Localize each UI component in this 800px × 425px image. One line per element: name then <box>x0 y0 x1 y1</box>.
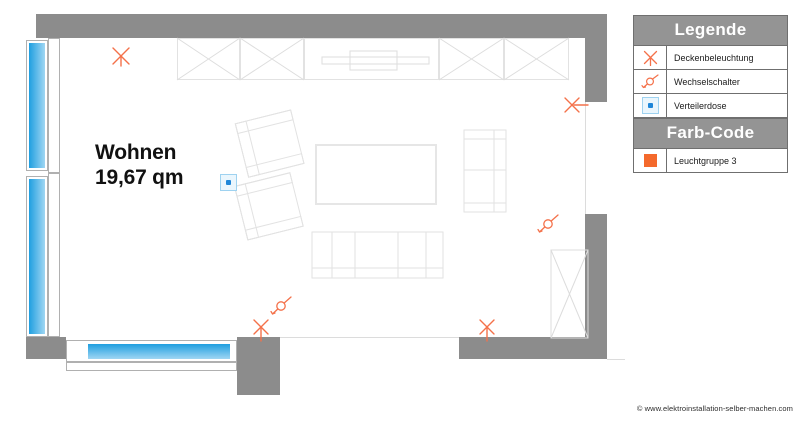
color-swatch-container <box>634 149 667 172</box>
ceiling-light-top-left[interactable] <box>110 44 132 67</box>
ceiling-light-bottom-left[interactable] <box>250 317 272 343</box>
copyright-notice: © www.elektroinstallation-selber-machen.… <box>636 404 793 413</box>
wall-bottom-left <box>26 337 66 359</box>
cabinet-top-right <box>439 38 504 80</box>
wall-right-upper <box>585 14 607 102</box>
color-code-row-group3: Leuchtgruppe 3 <box>634 149 787 172</box>
ceiling-light-icon <box>634 46 667 69</box>
switch-right[interactable] <box>535 211 561 237</box>
legend-row-ceiling-light: Deckenbeleuchtung <box>634 46 787 70</box>
room-area: 19,67 qm <box>95 166 184 189</box>
legend-table: Deckenbeleuchtung Wechselschalter <box>633 46 788 118</box>
wall-bottom-right <box>459 337 607 359</box>
room-label: Wohnen 19,67 qm <box>95 141 183 190</box>
color-code-title: Farb-Code <box>633 118 788 149</box>
two-way-switch-icon <box>634 70 667 93</box>
wall-top <box>36 14 607 38</box>
junction-box-center-left[interactable] <box>220 174 237 191</box>
color-code-panel: Farb-Code Leuchtgruppe 3 <box>633 118 788 173</box>
switch-bottom-left[interactable] <box>268 293 294 319</box>
color-code-table: Leuchtgruppe 3 <box>633 149 788 173</box>
window-left-lower-reveal <box>48 173 60 337</box>
junction-box-dot <box>226 180 231 185</box>
legend-row-switch: Wechselschalter <box>634 70 787 94</box>
ceiling-light-top-right[interactable] <box>562 94 592 116</box>
wall-right-lower <box>585 214 607 359</box>
shelf-top-middle <box>304 38 439 80</box>
window-bottom-reveal <box>66 362 237 371</box>
cabinet-top-right-2 <box>504 38 569 80</box>
legend-row-junction-box: Verteilerdose <box>634 94 787 117</box>
ceiling-light-bottom-right[interactable] <box>476 317 498 343</box>
room-outline-bottom-mid <box>280 337 459 338</box>
wall-stub-bottom <box>237 337 280 395</box>
color-swatch-leuchtgruppe-3 <box>643 154 657 167</box>
legend-label-switch: Wechselschalter <box>674 76 740 87</box>
junction-box-icon <box>634 94 667 117</box>
room-outline-right <box>585 102 586 214</box>
room-name: Wohnen <box>95 141 177 164</box>
legend-label-ceiling-light: Deckenbeleuchtung <box>674 52 754 63</box>
cabinet-top-left <box>177 38 240 80</box>
window-left-upper-glass <box>29 43 45 168</box>
window-left-upper-reveal <box>48 38 60 173</box>
legend-title: Legende <box>633 15 788 46</box>
legend-panel: Legende Deckenbeleuchtung <box>633 15 788 118</box>
window-left-lower-glass <box>29 179 45 334</box>
room-outline-bottom-stub <box>607 359 625 360</box>
legend-label-junction-box: Verteilerdose <box>674 100 727 111</box>
cabinet-top-left-2 <box>240 38 304 80</box>
color-code-label-group3: Leuchtgruppe 3 <box>674 155 737 166</box>
junction-box-icon-dot <box>647 103 653 108</box>
window-bottom-glass <box>88 344 230 359</box>
floor-plan: Wohnen 19,67 qm <box>26 14 625 395</box>
